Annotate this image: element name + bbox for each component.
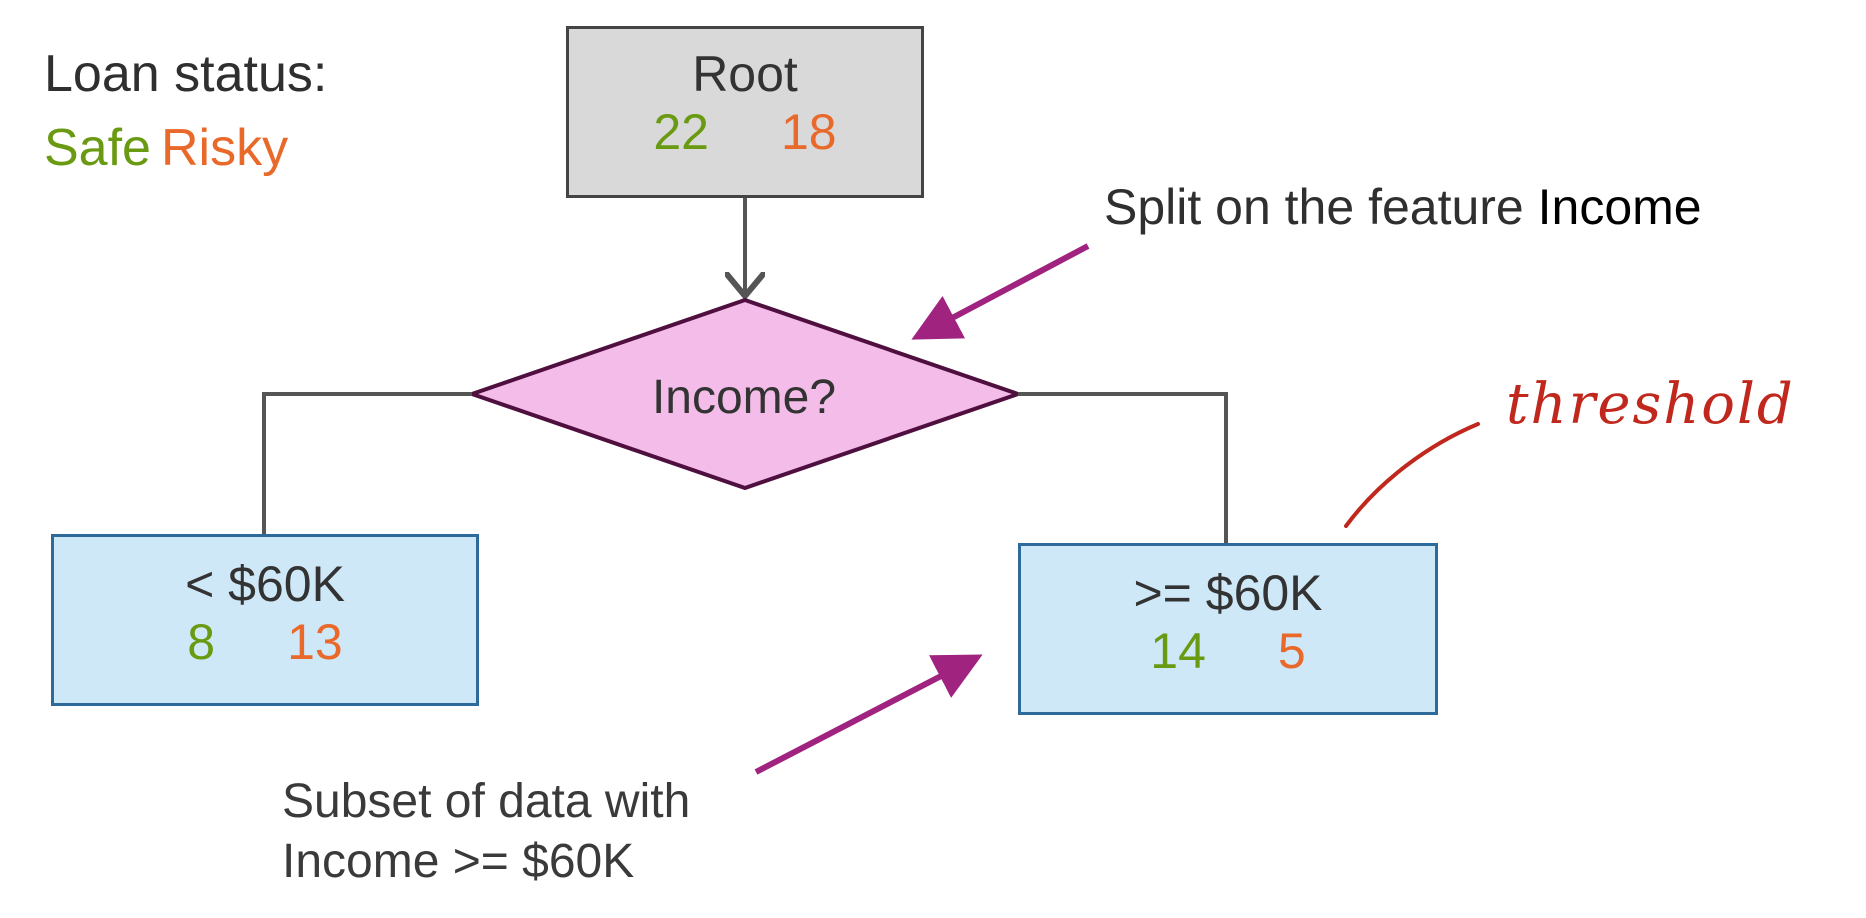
- right-child-node: >= $60K 14 5: [1018, 543, 1438, 715]
- left-branch-connector: [262, 392, 472, 534]
- split-feature-name: Income: [1537, 179, 1702, 235]
- left-child-node: < $60K 8 13: [51, 534, 479, 706]
- decision-diamond: [465, 297, 1025, 491]
- root-risky-count: 18: [781, 104, 837, 160]
- right-child-counts: 14 5: [1021, 622, 1435, 680]
- subset-annotation: Subset of data with Income >= $60K: [282, 772, 690, 892]
- subset-annotation-arrow: [754, 654, 983, 775]
- right-child-risky-count: 5: [1277, 623, 1306, 679]
- right-child-label: >= $60K: [1133, 565, 1323, 621]
- left-child-risky-count: 13: [287, 614, 343, 670]
- handwritten-pointer-line: [1344, 422, 1480, 528]
- root-node: Root 22 18: [566, 26, 924, 198]
- split-annotation-text: Split on the feature: [1104, 179, 1524, 235]
- split-annotation: Split on the feature Income: [1104, 178, 1702, 236]
- handwritten-threshold-note: threshold: [1506, 372, 1795, 437]
- root-safe-count: 22: [653, 104, 709, 160]
- left-child-label: < $60K: [185, 556, 345, 612]
- root-counts: 22 18: [569, 103, 921, 161]
- legend-title: Loan status:: [44, 45, 328, 103]
- legend-safe-label: Safe: [44, 119, 151, 177]
- legend-risky-label: Risky: [160, 119, 289, 177]
- decision-label: Income?: [651, 371, 837, 424]
- root-label: Root: [692, 46, 798, 102]
- right-child-safe-count: 14: [1150, 623, 1206, 679]
- split-annotation-arrow: [911, 243, 1090, 340]
- subset-annotation-line2: Income >= $60K: [282, 835, 635, 888]
- right-branch-connector: [1018, 392, 1228, 543]
- subset-annotation-line1: Subset of data with: [282, 775, 691, 828]
- left-child-counts: 8 13: [54, 613, 476, 671]
- left-child-safe-count: 8: [187, 614, 216, 670]
